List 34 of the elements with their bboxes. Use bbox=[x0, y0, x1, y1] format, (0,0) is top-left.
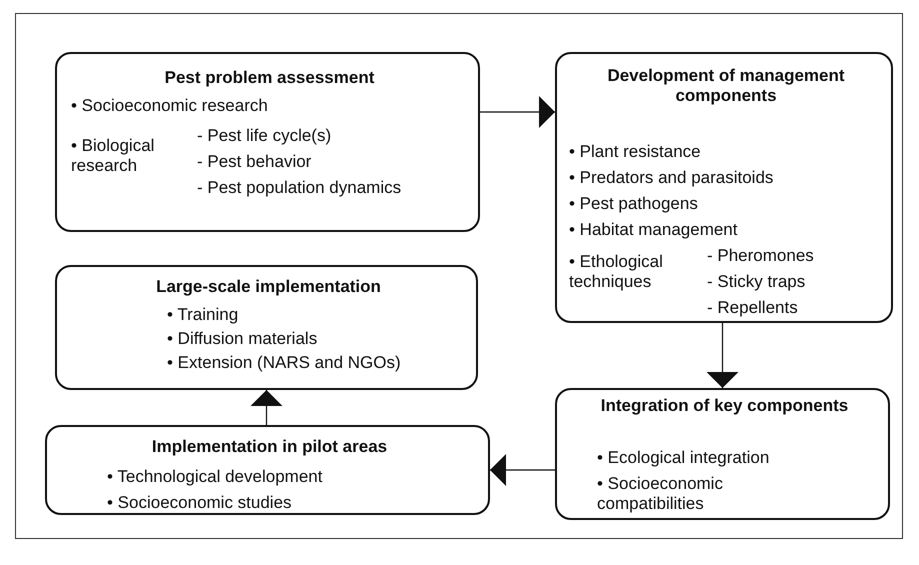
list-item: - Pest life cycle(s) bbox=[197, 126, 332, 146]
heading: Development of management components bbox=[606, 66, 846, 107]
list-item: - Repellents bbox=[707, 298, 798, 318]
list-item: • Technological development bbox=[107, 467, 322, 488]
rounded-box bbox=[55, 265, 478, 390]
heading: Integration of key components bbox=[600, 396, 850, 416]
heading: Pest problem assessment bbox=[164, 68, 376, 88]
rounded-box bbox=[555, 52, 893, 323]
arrow bbox=[250, 390, 282, 425]
list-item: • Diffusion materials bbox=[167, 329, 318, 350]
list-item: • Socioeconomic studies bbox=[107, 493, 292, 514]
list-item: - Sticky traps bbox=[707, 272, 806, 292]
list-item: • Extension (NARS and NGOs) bbox=[167, 353, 401, 374]
list-item: • Plant resistance bbox=[569, 142, 701, 162]
list-item: • Ecological integration bbox=[597, 448, 770, 468]
list-item: - Pest behavior bbox=[197, 152, 312, 172]
list-item: • Pest pathogens bbox=[569, 194, 698, 214]
list-item: • Training bbox=[167, 305, 238, 326]
list-item: • Socioeconomic research bbox=[71, 96, 268, 116]
heading: Large-scale implementation bbox=[155, 277, 382, 298]
list-item: • Socioeconomic compatibilities bbox=[597, 474, 724, 515]
list-item: • Biological research bbox=[71, 136, 156, 177]
arrow bbox=[706, 323, 738, 388]
rounded-box bbox=[55, 52, 480, 232]
list-item: - Pest population dynamics bbox=[197, 178, 402, 198]
list-item: • Ethological techniques bbox=[569, 252, 664, 293]
rounded-box bbox=[555, 388, 890, 520]
arrow bbox=[480, 96, 555, 128]
list-item: - Pheromones bbox=[707, 246, 814, 266]
list-item: • Predators and parasitoids bbox=[569, 168, 774, 188]
arrow bbox=[490, 454, 555, 486]
heading: Implementation in pilot areas bbox=[150, 437, 388, 458]
list-item: • Habitat management bbox=[569, 220, 738, 240]
rounded-box bbox=[45, 425, 490, 515]
